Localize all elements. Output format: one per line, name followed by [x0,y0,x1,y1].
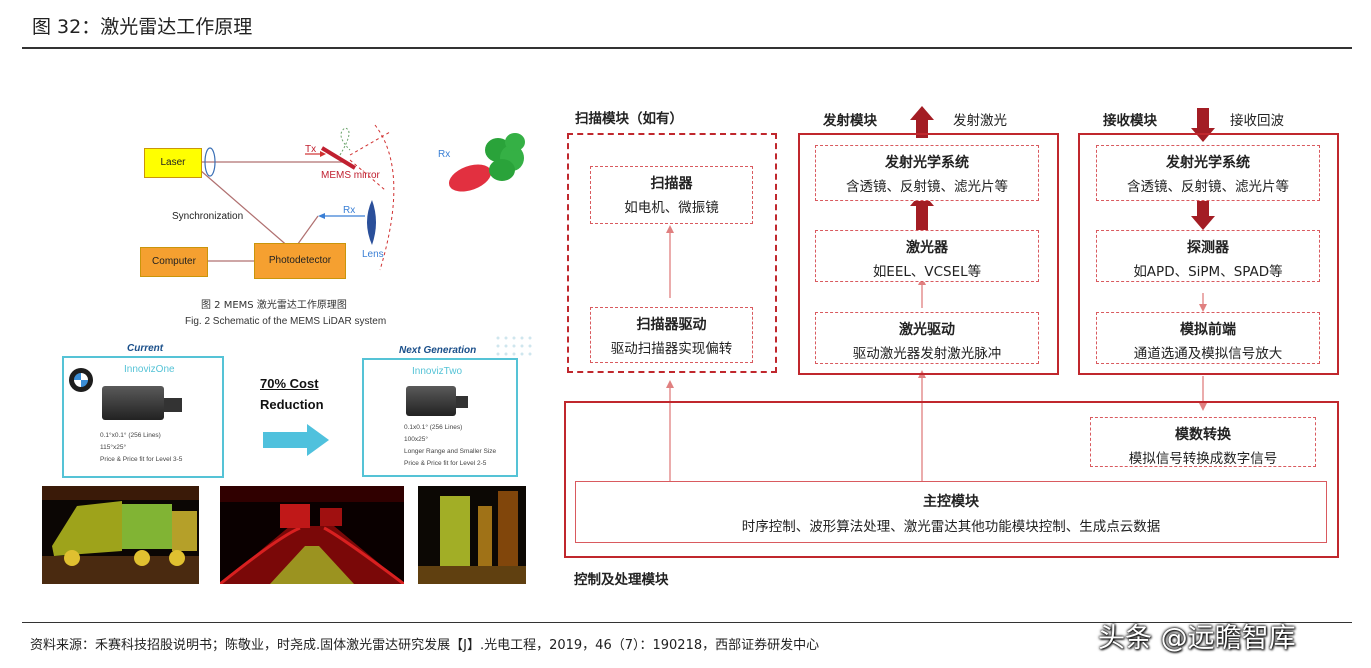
detector-box: 探测器 如APD、SiPM、SPAD等 [1096,230,1320,282]
current-spec-3: Price & Price fit for Level 3-5 [100,454,182,466]
current-spec-1: 0.1°x0.1° (256 Lines) [100,430,182,442]
next-spec-3: Longer Range and Smaller Size [404,446,496,458]
receive-module-title: 接收模块 [1103,109,1157,129]
analog-frontend-title: 模拟前端 [1097,319,1319,339]
laser-driver-title: 激光驱动 [816,319,1038,339]
receive-optics-title: 发射光学系统 [1097,152,1319,172]
laser-desc: 如EEL、VCSEL等 [816,260,1038,280]
next-gen-label: Next Generation [399,345,476,356]
emit-module-title: 发射模块 [823,109,877,129]
current-product-name: InnovizOne [124,364,175,375]
laser-box: 激光器 如EEL、VCSEL等 [815,230,1039,282]
next-spec-4: Price & Price fit for Level 2-5 [404,458,496,470]
next-product-name: InnovizTwo [412,366,462,377]
adc-title: 模数转换 [1091,424,1315,444]
watermark: 头条 @远瞻智库 [1098,616,1296,655]
lens-label: Lens [362,249,384,260]
computer-box: Computer [140,247,208,277]
main-control-title: 主控模块 [576,491,1326,511]
next-product-card: InnovizTwo 0.1x0.1° (256 Lines) 100x25° … [362,358,518,477]
point-cloud-truck-image [42,486,199,584]
emit-arrow-label: 发射激光 [953,109,1007,129]
lidar-device-icon [102,386,164,420]
photodetector-box: Photodetector [254,243,346,279]
laser-driver-desc: 驱动激光器发射激光脉冲 [816,342,1038,362]
mems-caption-en: Fig. 2 Schematic of the MEMS LiDAR syste… [185,316,386,327]
point-cloud-road-image [220,486,404,584]
current-label: Current [127,343,163,354]
source-note: 资料来源：禾赛科技招股说明书；陈敬业，时尧成.固体激光雷达研究发展【J】.光电工… [30,634,819,653]
target-blob-icon [440,128,540,203]
analog-frontend-desc: 通道选通及模拟信号放大 [1097,342,1319,362]
scan-module-title: 扫描模块（如有） [575,107,683,127]
emit-optics-desc: 含透镜、反射镜、滤光片等 [816,175,1038,195]
receive-optics-box: 发射光学系统 含透镜、反射镜、滤光片等 [1096,145,1320,201]
lidar-connector-icon [164,398,182,412]
synchronization-label: Synchronization [172,211,243,222]
scanner-desc: 如电机、微振镜 [591,196,752,216]
receive-optics-desc: 含透镜、反射镜、滤光片等 [1097,175,1319,195]
bmw-logo-icon [69,368,93,392]
cost-line-2: Reduction [260,397,324,412]
analog-frontend-box: 模拟前端 通道选通及模拟信号放大 [1096,312,1320,364]
adc-box: 模数转换 模拟信号转换成数字信号 [1090,417,1316,467]
point-cloud-street-image [418,486,526,584]
laser-title: 激光器 [816,237,1038,257]
rx-label: Rx [343,205,355,216]
detector-title: 探测器 [1097,237,1319,257]
main-control-box: 主控模块 时序控制、波形算法处理、激光雷达其他功能模块控制、生成点云数据 [575,481,1327,543]
tx-label: Tx [305,144,316,155]
detector-desc: 如APD、SiPM、SPAD等 [1097,260,1319,280]
emit-optics-box: 发射光学系统 含透镜、反射镜、滤光片等 [815,145,1039,201]
current-product-card: InnovizOne 0.1°x0.1° (256 Lines) 115°x25… [62,356,224,478]
figure-title: 图 32：激光雷达工作原理 [32,12,252,39]
adc-desc: 模拟信号转换成数字信号 [1091,447,1315,467]
cost-line-1: 70% Cost [260,376,319,391]
scanner-box: 扫描器 如电机、微振镜 [590,166,753,224]
scanner-driver-title: 扫描器驱动 [591,314,752,334]
emit-optics-title: 发射光学系统 [816,152,1038,172]
main-control-desc: 时序控制、波形算法处理、激光雷达其他功能模块控制、生成点云数据 [576,515,1326,535]
mems-mirror-label: MEMS mirror [321,170,380,181]
lidar-device-small-icon [406,386,456,416]
next-spec-1: 0.1x0.1° (256 Lines) [404,422,496,434]
control-module-title: 控制及处理模块 [574,568,669,588]
receive-arrow-label: 接收回波 [1230,109,1284,129]
mems-caption-cn: 图 2 MEMS 激光雷达工作原理图 [201,296,347,311]
next-spec-2: 100x25° [404,434,496,446]
laser-driver-box: 激光驱动 驱动激光器发射激光脉冲 [815,312,1039,364]
scanner-driver-box: 扫描器驱动 驱动扫描器实现偏转 [590,307,753,363]
scanner-driver-desc: 驱动扫描器实现偏转 [591,337,752,357]
arrow-right-icon [263,424,331,456]
lidar-connector-small-icon [456,396,468,408]
laser-box: Laser [144,148,202,178]
current-spec-2: 115°x25° [100,442,182,454]
top-rule [22,47,1352,49]
scanner-title: 扫描器 [591,173,752,193]
